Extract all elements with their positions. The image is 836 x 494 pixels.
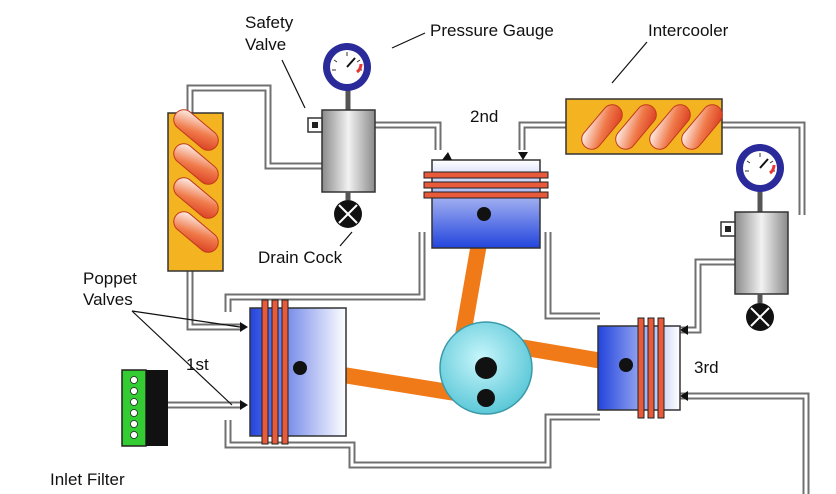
label-safety-valve-1: Safety — [245, 13, 294, 32]
drain-cock-right — [746, 303, 774, 331]
label-drain-cock: Drain Cock — [258, 248, 343, 267]
pressure-gauge-left — [323, 43, 371, 91]
upper-intercooler-coils — [581, 104, 723, 150]
valve-arrow-2nd-out — [518, 152, 528, 160]
valve-arrow-3rd-in — [680, 325, 688, 335]
label-second-stage: 2nd — [470, 107, 498, 126]
label-third-stage: 3rd — [694, 358, 719, 377]
poppet-valve-upper — [240, 322, 248, 332]
right-receiver — [720, 190, 789, 303]
label-poppet-valves-2: Valves — [83, 290, 133, 309]
valve-arrow-2nd-in — [442, 152, 452, 160]
poppet-valve-lower — [240, 400, 248, 410]
leader-lines — [131, 32, 648, 406]
label-inlet-filter: Inlet Filter — [50, 470, 125, 489]
inlet-filter — [121, 369, 168, 447]
label-intercooler: Intercooler — [648, 21, 729, 40]
label-poppet-valves-1: Poppet — [83, 269, 137, 288]
label-pressure-gauge: Pressure Gauge — [430, 21, 554, 40]
left-receiver — [307, 90, 376, 200]
first-stage-cylinder — [240, 299, 347, 445]
pipe-highlights — [168, 86, 808, 494]
drain-cock-left — [334, 200, 362, 228]
valve-arrow-3rd-out — [680, 391, 688, 401]
crankshaft — [439, 321, 533, 415]
label-first-stage: 1st — [186, 355, 209, 374]
left-intercooler — [167, 109, 224, 272]
label-safety-valve-2: Valve — [245, 35, 286, 54]
pressure-gauge-right — [736, 144, 784, 192]
third-stage-cylinder — [597, 317, 688, 419]
second-stage-cylinder — [423, 152, 549, 249]
left-intercooler-coils — [173, 109, 219, 253]
labels: Safety Valve Pressure Gauge Intercooler … — [50, 13, 729, 489]
upper-intercooler — [565, 98, 723, 155]
